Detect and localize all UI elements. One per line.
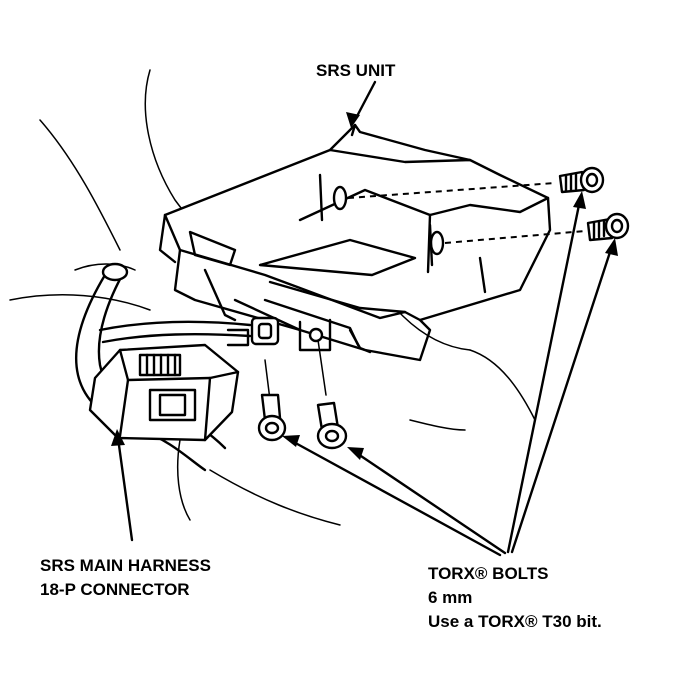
leader-srs-unit xyxy=(346,80,377,128)
leader-harness-connector xyxy=(111,429,134,542)
leader-torx-bolts xyxy=(282,191,618,557)
srs-unit xyxy=(158,123,552,362)
harness-label-line2: 18-P CONNECTOR xyxy=(40,580,190,599)
torx-label-line2: 6 mm xyxy=(428,588,472,607)
torx-bolt-left xyxy=(257,359,287,442)
torx-label-line3: Use a TORX® T30 bit. xyxy=(428,612,602,631)
torx-label-line1: TORX® BOLTS xyxy=(428,564,549,583)
torx-bolt-middle xyxy=(316,339,348,450)
srs-unit-label: SRS UNIT xyxy=(316,61,396,80)
torx-bolt-upper-right xyxy=(558,166,605,194)
harness-label-line1: SRS MAIN HARNESS xyxy=(40,556,211,575)
srs-18p-connector xyxy=(88,343,240,442)
torx-bolt-lower-right xyxy=(586,212,630,242)
bolt-install-paths xyxy=(347,182,586,244)
